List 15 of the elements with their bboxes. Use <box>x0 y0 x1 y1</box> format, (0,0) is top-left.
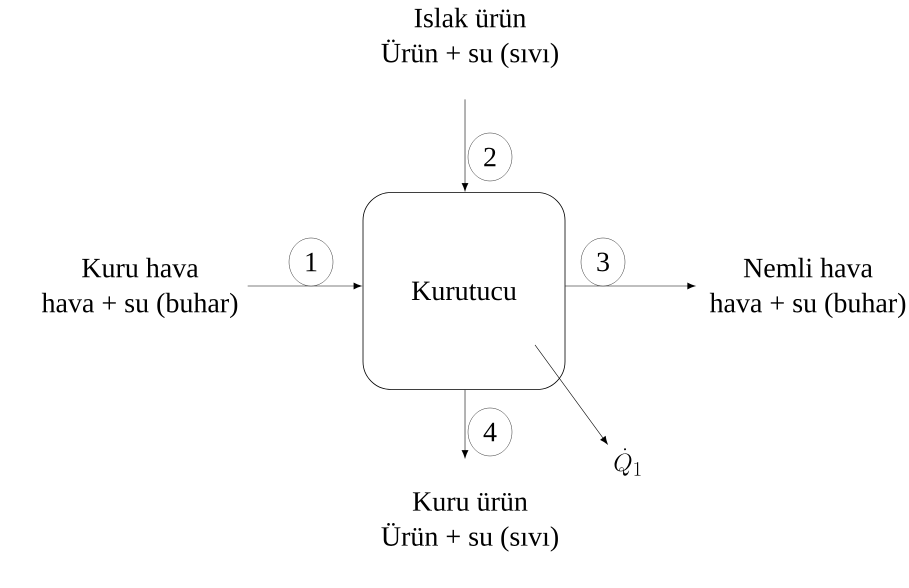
arrow <box>247 282 362 290</box>
arrow <box>534 344 608 444</box>
stream-label: Kuru hava hava + su (buhar) <box>42 258 238 318</box>
stream-label: Nemli hava hava + su (buhar) <box>710 258 906 318</box>
stream-number: 2 <box>468 132 512 182</box>
stream-number: 3 <box>580 238 626 286</box>
stream-label: Islak ürün Ürün + su (sıvı) <box>381 8 558 68</box>
stream-label: Kuru ürün Ürün + su (sıvı) <box>381 492 558 552</box>
stream-number: 1 <box>288 238 334 286</box>
heat-flow-label: $\dot{Q}_1$ <box>614 448 641 476</box>
stream-number: 4 <box>468 408 512 456</box>
dryer-box: Kurutucu <box>362 192 566 390</box>
arrow <box>565 282 696 290</box>
arrow <box>462 390 468 458</box>
arrow <box>462 99 468 192</box>
